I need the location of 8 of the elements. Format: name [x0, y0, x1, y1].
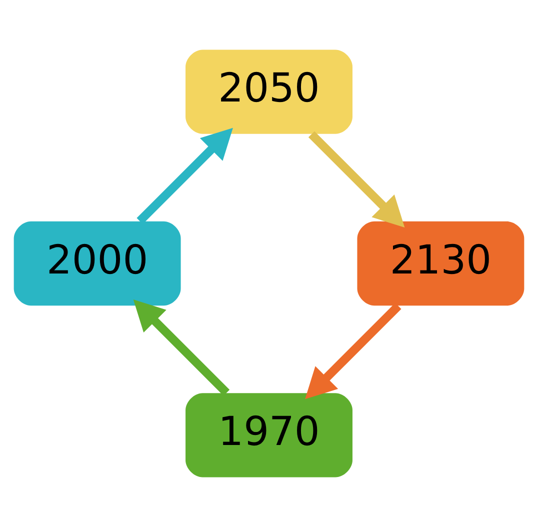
arrow — [136, 128, 233, 224]
arrow — [305, 302, 402, 400]
arrow — [133, 300, 230, 396]
node-box: 2000 — [14, 221, 181, 306]
node-box: 2050 — [186, 50, 352, 134]
arrow — [308, 131, 405, 228]
node-box: 1970 — [186, 393, 352, 478]
node-box: 2130 — [357, 221, 524, 306]
